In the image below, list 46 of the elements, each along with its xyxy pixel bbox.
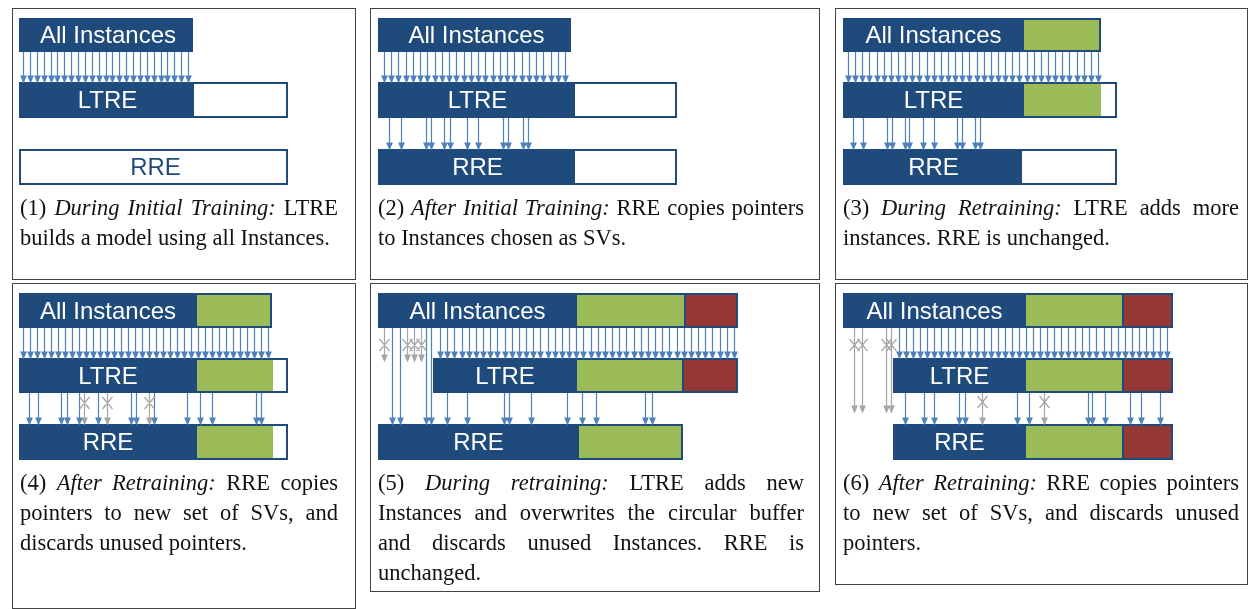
pointer-arrows [902, 392, 1164, 426]
panel-frame [12, 8, 356, 280]
panel-frame [370, 283, 820, 592]
panel-frame [835, 283, 1248, 585]
panel-caption: (5) During retraining: LTRE adds new Instances and overwrites the circular buffer and discards unused Instances. RRE is unchanged. [378, 469, 804, 587]
panel-frame [835, 8, 1248, 280]
memory-bar: RRE [843, 149, 1117, 185]
memory-bar: All Instances [378, 293, 738, 328]
pointer-arrows [381, 51, 569, 84]
pointer-arrows [389, 327, 435, 426]
memory-bar: RRE [19, 149, 288, 185]
pointer-arrows [896, 327, 1171, 360]
pointer-arrows [386, 117, 532, 151]
memory-bar: RRE [893, 424, 1173, 460]
pointer-arrows [845, 51, 1102, 84]
discarded-pointer-arrows [378, 327, 428, 363]
panel-frame [370, 8, 820, 280]
discarded-pointer-arrows [976, 392, 1051, 426]
panel-caption: (4) After Retraining: RRE copies pointers to new set of SVs, and discards unused pointers. [20, 469, 338, 557]
memory-bar: LTRE [19, 82, 288, 118]
panel-caption: (3) During Retraining: LTRE adds more instances. RRE is unchanged. [843, 194, 1239, 252]
memory-bar: LTRE [19, 358, 288, 393]
panel-caption: (6) After Retraining: RRE copies pointers to new set of SVs, and discards unused pointers. [843, 469, 1239, 557]
pointer-arrows [20, 327, 272, 360]
pointer-arrows [437, 327, 738, 360]
memory-bar: LTRE [433, 358, 738, 393]
memory-bar: All Instances [19, 293, 272, 328]
memory-bar: RRE [19, 424, 288, 460]
memory-bar: All Instances [843, 18, 1101, 52]
memory-bar: RRE [378, 424, 683, 460]
pointer-arrows [444, 392, 656, 426]
memory-bar: All Instances [19, 18, 193, 52]
panel-caption: (1) During Initial Training: LTRE builds a model using all Instances. [20, 194, 338, 252]
memory-bar: LTRE [893, 358, 1173, 393]
discarded-pointer-arrows [78, 392, 156, 426]
discarded-pointer-arrows [848, 327, 898, 414]
panel-caption: (2) After Initial Training: RRE copies pointers to Instances chosen as SVs. [378, 194, 804, 252]
memory-bar: LTRE [843, 82, 1117, 118]
panel-frame [12, 283, 356, 609]
memory-bar: LTRE [378, 82, 677, 118]
pointer-arrows [26, 392, 265, 426]
memory-bar: RRE [378, 149, 677, 185]
memory-bar: All Instances [843, 293, 1173, 328]
memory-bar: All Instances [378, 18, 571, 52]
pointer-arrows [850, 117, 984, 151]
pointer-arrows [20, 51, 192, 84]
